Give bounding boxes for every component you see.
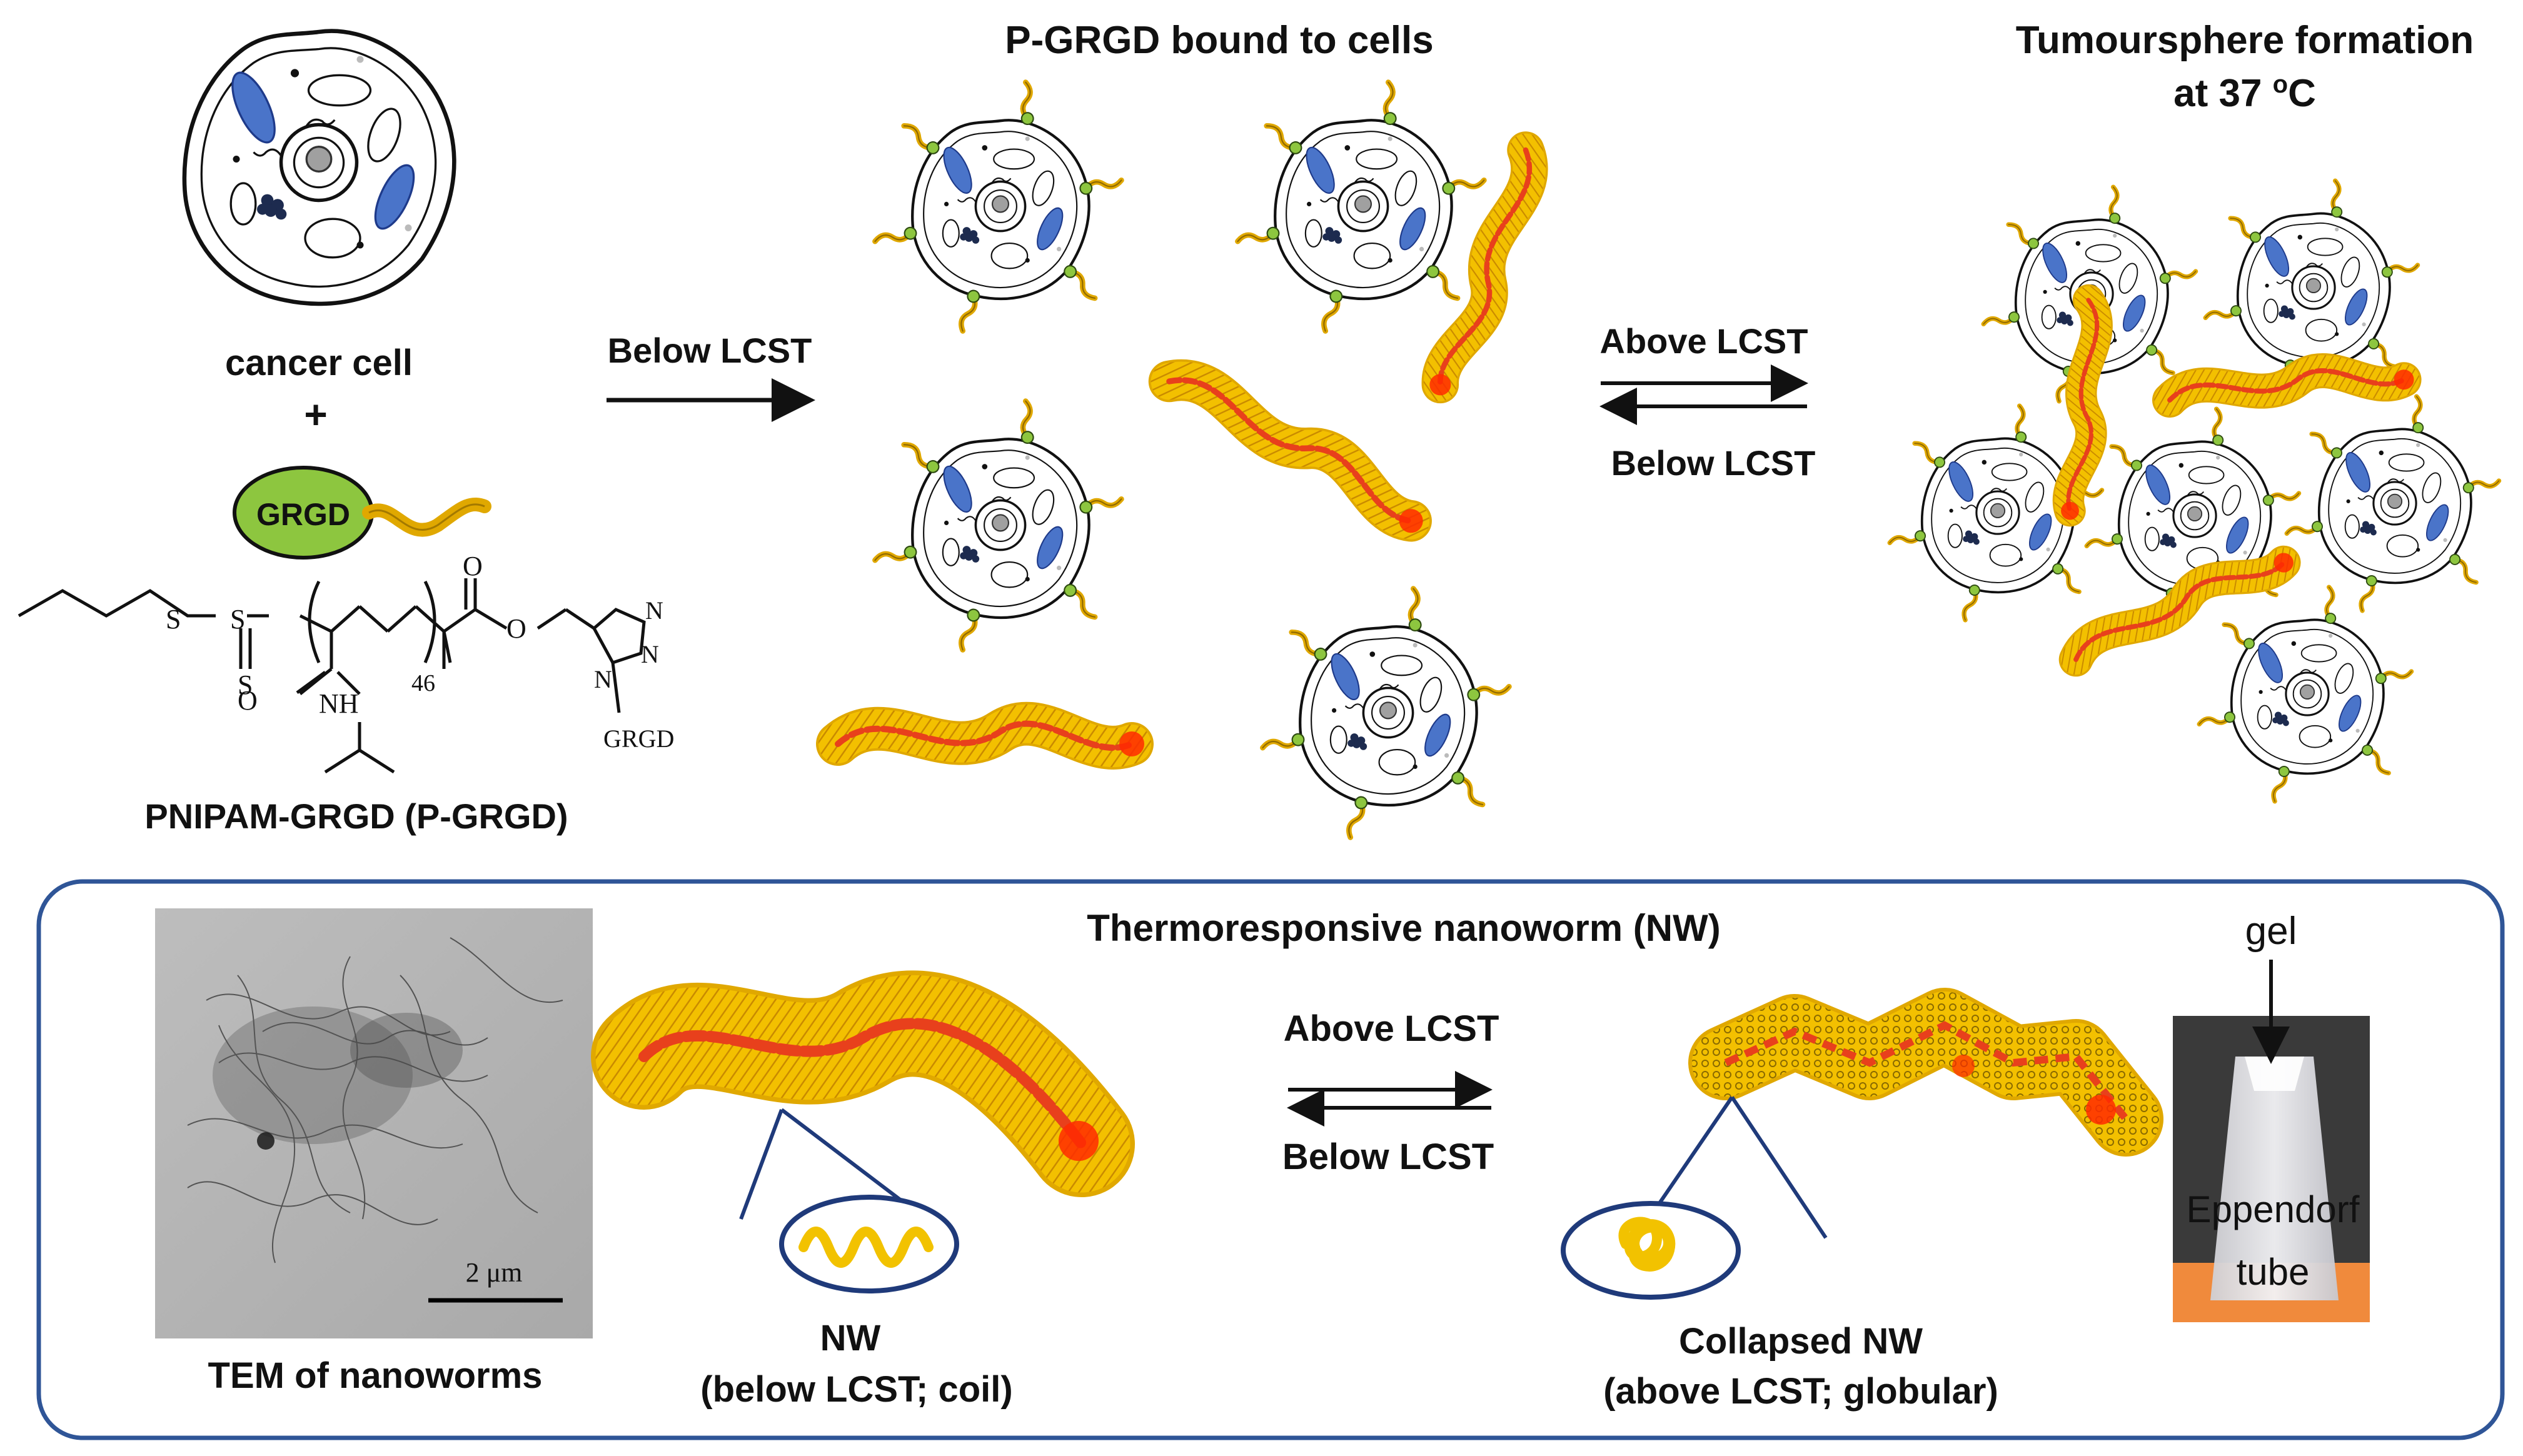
top-eq-above: Above LCST [1600, 321, 1808, 361]
grgd-label: GRGD [256, 497, 350, 532]
chem-nh: NH [319, 688, 359, 719]
nanoworm-collapsed [1561, 988, 2163, 1300]
top-eq-below: Below LCST [1611, 443, 1816, 483]
pnipam-grgd-structure [18, 578, 646, 774]
bound-title: P-GRGD bound to cells [1005, 19, 1433, 62]
chem-oxygen-2: O [463, 551, 483, 581]
polymer-name: PNIPAM-GRGD (P-GRGD) [144, 796, 568, 836]
collapsed-caption-line2: (above LCST; globular) [1603, 1371, 1998, 1412]
cancer-cell-label: cancer cell [225, 343, 413, 383]
chem-nitrogen-2: N [641, 640, 659, 668]
grgd-peptide-icon [233, 466, 491, 560]
tem-caption: TEM of nanoworms [208, 1355, 543, 1396]
tumoursphere-cluster [1889, 180, 2500, 803]
bottom-eq-below: Below LCST [1282, 1137, 1494, 1177]
chem-oxygen-1: O [238, 685, 258, 716]
chem-sulfur-1: S [166, 604, 181, 635]
nw-caption-line1: NW [820, 1318, 881, 1358]
nw-caption-line2: (below LCST; coil) [700, 1369, 1012, 1410]
chem-oxygen-3: O [506, 613, 526, 644]
tube-label-line1: Eppendorf [2187, 1188, 2360, 1230]
gel-label: gel [2245, 910, 2297, 953]
chem-subscript: 46 [411, 670, 435, 696]
tumour-title-line2: at 37 oC [2173, 71, 2316, 115]
scale-bar-label: 2 μm [466, 1257, 523, 1288]
tube-label-line2: tube [2237, 1251, 2310, 1293]
cancer-cell-illustration [184, 31, 454, 304]
chem-grgd: GRGD [603, 725, 674, 753]
nanoworm-coil [591, 970, 1135, 1293]
plus-sign: + [304, 392, 327, 437]
tumour-title-line1: Tumoursphere formation [2016, 19, 2474, 62]
collapsed-caption-line1: Collapsed NW [1679, 1321, 1923, 1362]
chem-sulfur-3: S [238, 670, 253, 700]
nanoworm-panel [36, 879, 2505, 1440]
eppendorf-photo [2173, 1016, 2370, 1322]
chem-sulfur-2: S [230, 604, 245, 635]
arrow1-label: Below LCST [608, 331, 812, 370]
panel-title: Thermoresponsive nanoworm (NW) [1087, 907, 1720, 949]
chem-nitrogen-3: N [594, 665, 612, 693]
tem-image [155, 908, 593, 1338]
chem-nitrogen-1: N [645, 596, 663, 625]
bottom-eq-above: Above LCST [1284, 1008, 1499, 1049]
